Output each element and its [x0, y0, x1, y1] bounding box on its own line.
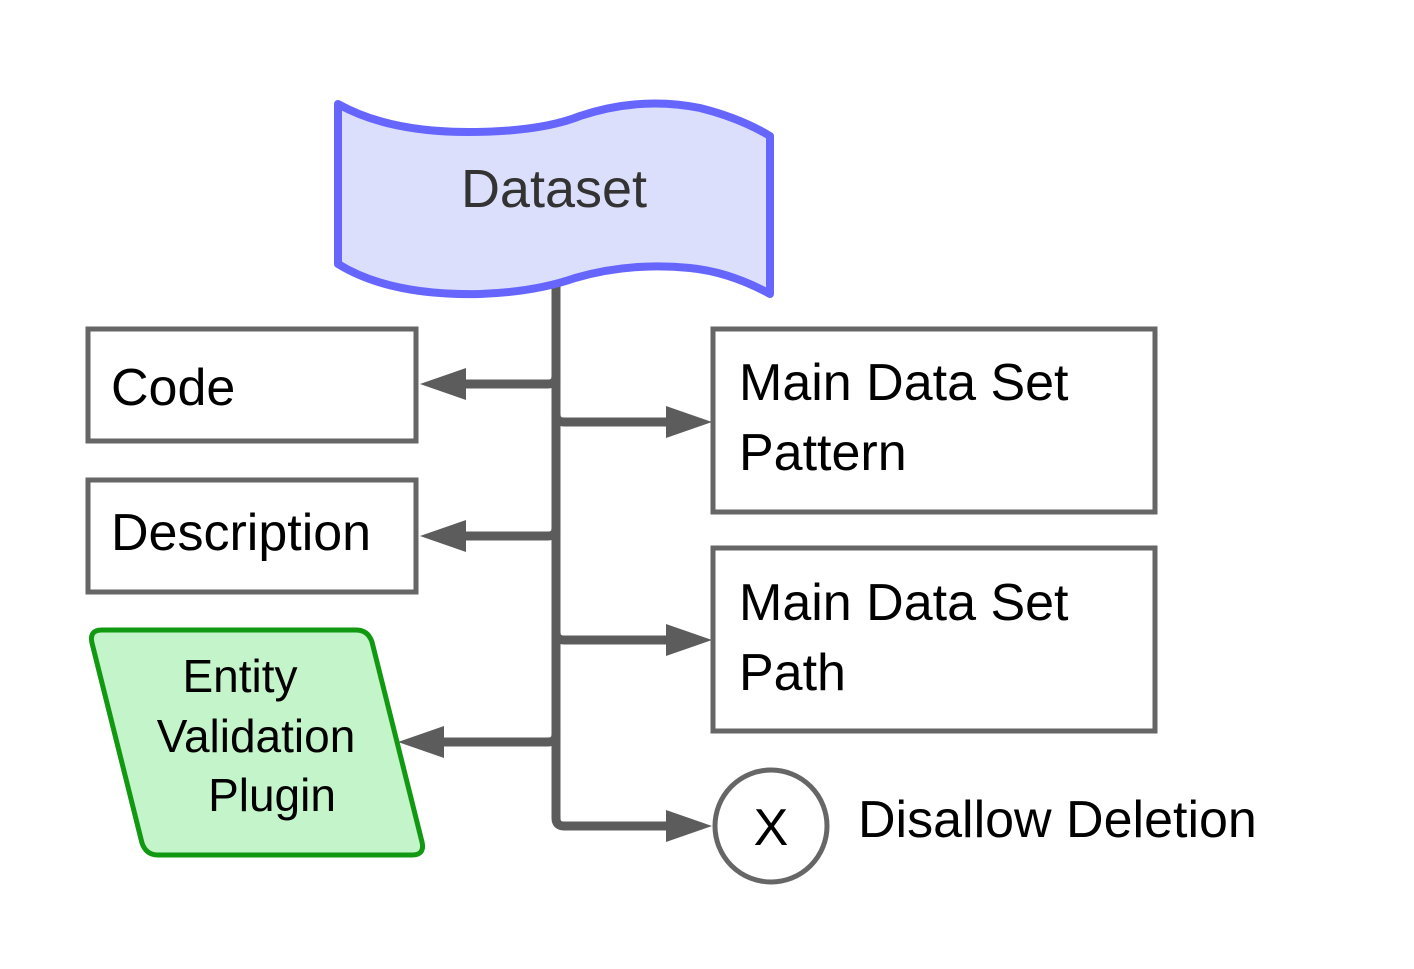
- connector-code: [455, 371, 561, 389]
- arrowhead-plugin: [398, 726, 444, 758]
- pattern-line-1: Main Data Set: [739, 354, 1069, 412]
- connector-path: [551, 627, 673, 645]
- connector-description: [455, 523, 561, 541]
- connector-pattern: [551, 409, 673, 427]
- dataset-label: Dataset: [461, 159, 647, 219]
- description-node: Description: [85, 477, 419, 595]
- disallow-label: Disallow Deletion: [858, 791, 1257, 849]
- connector-plugin: [435, 729, 561, 747]
- connectors: [398, 280, 712, 842]
- code-label: Code: [111, 359, 235, 417]
- code-box: [85, 326, 419, 444]
- plugin-node: Entity Validation Plugin: [89, 627, 425, 858]
- arrowhead-pattern: [666, 406, 712, 438]
- disallow-x-symbol: X: [754, 799, 789, 857]
- path-node: Main Data Set Path: [710, 545, 1158, 734]
- code-node: Code: [85, 326, 419, 444]
- plugin-line-1: Entity: [182, 650, 297, 702]
- arrowhead-code: [420, 368, 466, 400]
- arrowhead-disallow: [666, 810, 712, 842]
- path-line-2: Path: [739, 644, 846, 702]
- description-label: Description: [111, 504, 371, 562]
- pattern-line-2: Pattern: [739, 424, 907, 482]
- path-line-1: Main Data Set: [739, 574, 1069, 632]
- pattern-box: [710, 326, 1158, 515]
- dataset-banner-shape: [334, 99, 774, 299]
- plugin-line-2: Validation: [157, 710, 356, 762]
- path-box: [710, 545, 1158, 734]
- plugin-parallelogram: [89, 627, 425, 858]
- disallow-circle: [712, 767, 830, 885]
- plugin-line-3: Plugin: [208, 769, 336, 821]
- disallow-node: X Disallow Deletion: [712, 767, 1257, 885]
- description-box: [85, 477, 419, 595]
- dataset-node: Dataset: [334, 99, 774, 299]
- arrowhead-path: [666, 624, 712, 656]
- main-trunk: [551, 280, 673, 831]
- pattern-node: Main Data Set Pattern: [710, 326, 1158, 515]
- arrowhead-description: [420, 520, 466, 552]
